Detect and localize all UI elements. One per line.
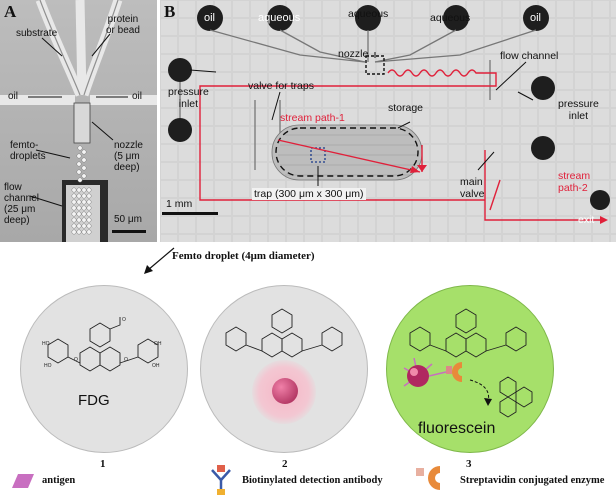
svg-text:OH: OH [154,341,162,347]
fdg-molecule-2 [225,308,343,358]
svg-text:O: O [124,357,128,363]
antibody-icon [211,465,231,495]
enzyme-icon [416,466,440,490]
label-valve-for-traps: valve for traps [248,80,314,92]
panel-a-micrograph [0,0,157,242]
label-main-valve: main valve [460,176,485,200]
ports [168,5,610,210]
label-femto-droplets: femto- droplets [10,140,46,162]
svg-text:HO: HO [42,341,50,347]
label-oil-top-left: oil [204,12,216,24]
label-storage: storage [388,102,424,114]
label-oil-top-right: oil [530,12,542,24]
caption-arrow [144,247,175,274]
label-pressure-inlet-right: pressure inlet [558,98,599,122]
panel-a-letter: A [4,2,17,21]
circle-3-number: 3 [466,458,472,470]
label-stream-path-2: stream path-2 [558,170,591,194]
label-nozzle: nozzle (5 μm deep) [114,140,143,173]
label-stream-path-1: stream path-1 [280,112,345,124]
panel-a: A substrate protein or bead oil oil femt… [0,0,157,242]
label-substrate: substrate [16,28,58,39]
bead [272,378,298,404]
panel-b-chip-image [160,0,616,242]
stream-paths [199,69,600,221]
legend-antigen: antigen [42,475,76,486]
label-nozzle: nozzle [338,48,369,60]
svg-text:O: O [74,357,78,363]
legend-enzyme: Streptavidin conjugated enzyme [460,475,605,486]
circle-1-number: 1 [100,458,106,470]
circle-3-label: fluorescein [418,420,496,437]
label-exit: exit [578,214,595,226]
label-pressure-inlet-left: pressure inlet [168,86,209,110]
fluorescein-molecule-top [409,308,527,358]
label-protein-bead: protein or bead [106,14,140,36]
svg-text:OH: OH [152,363,160,369]
label-flow-channel: flow channel [500,50,559,62]
panel-b-letter: B [164,2,176,21]
circle-2-number: 2 [282,458,288,470]
svg-text:HO: HO [44,363,52,369]
femto-droplet-caption: Femto droplet (4μm diameter) [172,250,315,262]
svg-text:O: O [122,317,126,323]
label-flow-channel: flow channel (25 μm deep) [4,182,40,226]
label-trap: trap (300 μm x 300 μm) [252,188,366,200]
label-scale-b: 1 mm [166,198,193,210]
label-oil-right: oil [132,91,143,102]
circle-2 [200,285,368,453]
label-aqueous-2: aqueous [348,8,389,20]
circle-1-label: FDG [78,392,110,409]
circle-1 [20,285,188,453]
label-scale-a: 50 μm [114,214,142,225]
panel-b: B oil aqueous aqueous aqueous oil nozzle… [160,0,616,242]
antigen-icon [12,474,34,488]
label-aqueous-3: aqueous [430,12,471,24]
label-oil-left: oil [8,91,19,102]
legend-antibody: Biotinylated detection antibody [242,475,383,486]
label-aqueous-1: aqueous [258,12,301,24]
femto-droplets [71,145,92,235]
enzyme-reaction [403,357,533,418]
fdg-molecule: HO HO OH OH O O O [42,317,162,372]
